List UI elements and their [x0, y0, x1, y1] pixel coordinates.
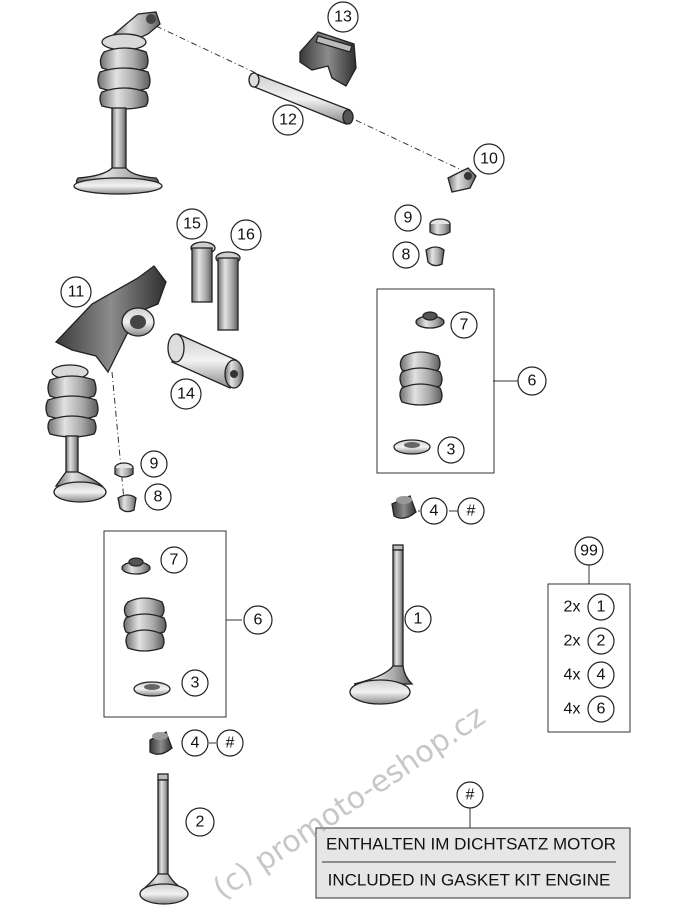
callout-15-circle [176, 208, 208, 240]
part-3-seat-upper [393, 439, 431, 455]
callout-hash-note: # [466, 787, 475, 804]
part-4-seal-right [391, 495, 417, 519]
callout-9-upper: 9 [404, 210, 413, 227]
callout-16: 16 [237, 227, 255, 244]
callout-7-upper: 7 [460, 317, 469, 334]
callout-6-upper-circle [517, 366, 547, 396]
callout-6-upper: 6 [528, 373, 537, 390]
callout-7-lower: 7 [170, 552, 179, 569]
callout-9-upper-circle [394, 204, 422, 232]
part-4-seal-left [149, 731, 173, 755]
callout-4-right-circle [420, 497, 448, 525]
callout-12-circle [272, 104, 304, 136]
part-9-cap-lower [114, 462, 134, 478]
callout-hash-right-circle [457, 497, 485, 525]
kit-99-part-1: 1 [597, 599, 606, 616]
callout-11: 11 [68, 284, 85, 301]
kit-99-qty-2: 2x [564, 633, 581, 650]
callout-10: 10 [480, 151, 498, 168]
callout-14-circle [170, 378, 202, 410]
part-11-rocker-arm [54, 265, 167, 374]
spring-upper-box [399, 351, 443, 406]
callout-6-lower-circle [243, 605, 273, 635]
callout-8-upper-circle [392, 241, 420, 269]
kit-99-part-6-circle [587, 695, 615, 723]
callout-99: 99 [580, 543, 598, 560]
callout-11-circle [60, 276, 92, 308]
part-1-valve [349, 544, 414, 705]
callout-15: 15 [183, 216, 201, 233]
leader-lines [111, 25, 590, 828]
callout-7-upper-circle [450, 311, 478, 339]
part-2-valve [139, 773, 189, 905]
part-14-bushing [167, 333, 244, 389]
kit-99-part-2: 2 [597, 633, 606, 650]
callout-4-left-circle [181, 729, 209, 757]
kit-99-part-6: 6 [597, 701, 606, 718]
kit-99-qty-4: 4x [564, 701, 581, 718]
valve-spring-top [97, 33, 151, 110]
callout-12: 12 [279, 112, 297, 129]
callout-13: 13 [334, 9, 352, 26]
kit-99-box [547, 583, 631, 733]
callout-hash-right: # [467, 503, 476, 520]
callout-8-upper: 8 [402, 247, 411, 264]
note-line-german: ENTHALTEN IM DICHTSATZ MOTOR [326, 835, 616, 854]
spring-kit-box-upper [376, 288, 495, 474]
callout-16-circle [230, 219, 262, 251]
callout-7-lower-circle [160, 546, 188, 574]
callout-4-left: 4 [191, 735, 200, 752]
kit-99-part-1-circle [587, 593, 615, 621]
callout-2-circle [185, 807, 215, 837]
callout-2: 2 [196, 814, 205, 831]
callout-3-upper-circle [437, 436, 465, 464]
valve-spring-left [45, 364, 99, 438]
callout-10-circle [473, 143, 505, 175]
callout-9-lower: 9 [150, 456, 159, 473]
part-9-cap-upper [429, 218, 451, 236]
callout-hash-left: # [226, 735, 235, 752]
callout-3-upper: 3 [447, 442, 456, 459]
callout-hash-note-circle [456, 781, 484, 809]
callout-99-circle [574, 536, 604, 566]
kit-99-qty-1: 2x [564, 599, 581, 616]
part-13-bracket [299, 31, 357, 87]
callout-8-lower: 8 [154, 489, 163, 506]
kit-99-part-2-circle [587, 627, 615, 655]
callout-8-lower-circle [144, 483, 172, 511]
callout-3-lower-circle [181, 669, 209, 697]
note-line-english: INCLUDED IN GASKET KIT ENGINE [328, 871, 611, 890]
callout-6-lower: 6 [254, 612, 263, 629]
valve-top-left [73, 107, 163, 195]
valve-left [53, 435, 107, 503]
part-16-pin [215, 251, 241, 331]
callout-4-right: 4 [430, 503, 439, 520]
callout-3-lower: 3 [191, 675, 200, 692]
kit-99-part-4: 4 [597, 667, 606, 684]
callout-hash-left-circle [216, 729, 244, 757]
callout-13-circle [327, 1, 359, 33]
part-8-keeper-lower [117, 494, 137, 513]
part-10-rocker-end [447, 167, 477, 193]
part-7-retainer-upper [415, 311, 445, 329]
part-15-pin [190, 241, 216, 303]
part-3-seat-lower [133, 681, 171, 697]
note-box [315, 827, 631, 899]
callout-14: 14 [177, 386, 195, 403]
kit-99-qty-3: 4x [564, 667, 581, 684]
callout-1: 1 [414, 611, 423, 628]
callout-1-circle [404, 605, 432, 633]
part-7-retainer-lower [121, 557, 151, 575]
spring-lower-box [123, 597, 167, 652]
callout-9-lower-circle [140, 450, 168, 478]
spring-kit-box-lower [103, 530, 227, 718]
kit-99-part-4-circle [587, 661, 615, 689]
part-8-keeper-upper [425, 246, 445, 267]
part-12-rocker-shaft [248, 72, 354, 125]
